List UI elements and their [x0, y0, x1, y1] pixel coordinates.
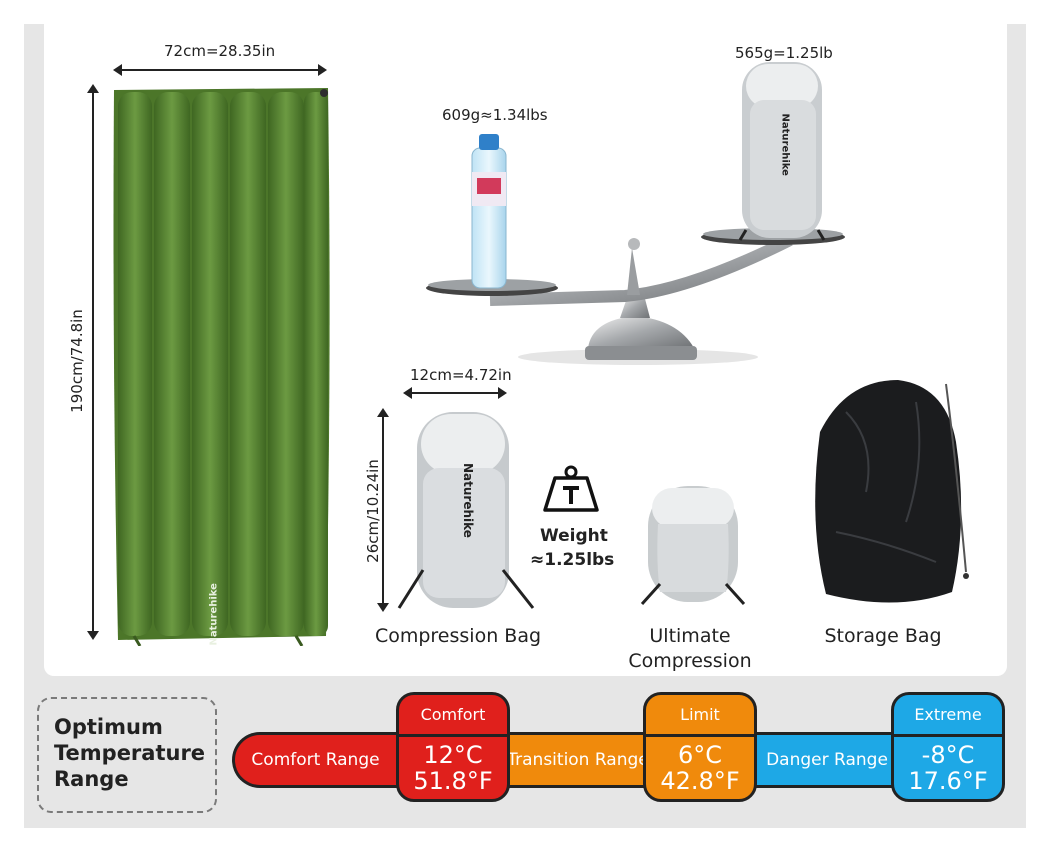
ultimate-caption-line1: Ultimate: [649, 625, 731, 647]
transition-range-band: Transition Range: [503, 732, 653, 788]
limit-temperature-block: Limit 6°C 42.8°F: [643, 692, 757, 802]
compression-bag-brand: Naturehike: [461, 463, 475, 538]
extreme-celsius: -8°C: [921, 741, 975, 769]
pack-width-label: 12cm=4.72in: [410, 366, 512, 384]
comfort-range-band: Comfort Range: [232, 732, 412, 788]
danger-range-band: Danger Range: [752, 732, 902, 788]
ultimate-compression-bag-image: [640, 486, 746, 606]
danger-range-label: Danger Range: [766, 750, 888, 770]
width-arrow: [113, 64, 327, 76]
limit-label: Limit: [646, 695, 754, 737]
limit-celsius: 6°C: [677, 741, 723, 769]
ultimate-caption-line2: Compression: [628, 650, 752, 672]
storage-bag-caption: Storage Bag: [824, 625, 942, 647]
comfort-fahrenheit: 51.8°F: [413, 767, 493, 795]
pack-height-label: 26cm/10.24in: [364, 459, 382, 563]
extreme-label: Extreme: [894, 695, 1002, 737]
extreme-temperature-block: Extreme -8°C 17.6°F: [891, 692, 1005, 802]
compression-bag-image: [397, 412, 535, 609]
comfort-range-label: Comfort Range: [251, 750, 380, 770]
extreme-fahrenheit: 17.6°F: [908, 767, 988, 795]
sleeping-bag-image: [113, 88, 330, 646]
bag-on-scale-image: [738, 62, 826, 241]
bag-weight-label: 565g=1.25lb: [735, 44, 833, 62]
pack-width-arrow: [403, 387, 507, 399]
bag-brand-text: Naturehike: [208, 583, 220, 646]
weight-icon: [543, 465, 599, 512]
transition-range-label: Transition Range: [507, 750, 649, 770]
weight-title: Weight: [540, 526, 608, 546]
bag-width-label: 72cm=28.35in: [164, 42, 276, 60]
comfort-label: Comfort: [399, 695, 507, 737]
comfort-temperature-block: Comfort 12°C 51.8°F: [396, 692, 510, 802]
pack-height-arrow: [377, 408, 389, 612]
balance-scale-image: [426, 134, 845, 365]
temperature-title: Optimum Temperature Range: [54, 714, 205, 792]
limit-fahrenheit: 42.8°F: [660, 767, 740, 795]
bag-length-label: 190cm/74.8in: [68, 309, 86, 413]
length-arrow: [87, 84, 99, 640]
temperature-title-line3: Range: [54, 767, 129, 791]
comfort-celsius: 12°C: [423, 741, 483, 769]
temperature-title-line1: Optimum: [54, 715, 163, 739]
water-weight-label: 609g≈1.34lbs: [442, 106, 548, 124]
temperature-title-box: [37, 697, 217, 813]
scale-bag-brand: Naturehike: [779, 113, 791, 176]
storage-bag-image: [815, 380, 969, 603]
compression-bag-caption: Compression Bag: [374, 625, 542, 647]
temperature-title-line2: Temperature: [54, 741, 206, 765]
weight-value: ≈1.25lbs: [530, 550, 615, 570]
